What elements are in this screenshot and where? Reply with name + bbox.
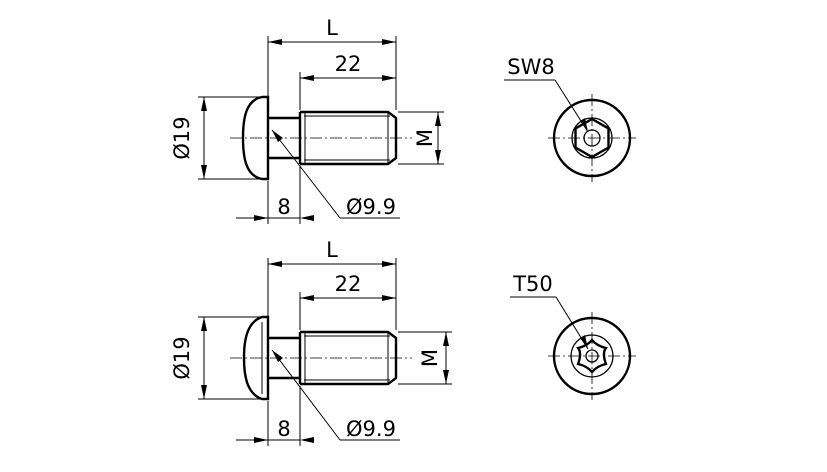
dim-shank-diameter-label: Ø9.9 xyxy=(346,417,396,441)
dim-thread: M xyxy=(398,111,444,165)
bolt-head xyxy=(241,95,270,181)
dim-shank-length-label: 8 xyxy=(277,195,290,219)
dim-length-label: L xyxy=(326,238,338,262)
dim-length-label: L xyxy=(326,16,338,40)
bolt-side-view-torx xyxy=(230,315,412,401)
bolt-head xyxy=(242,315,270,401)
dim-head-diameter: Ø19 xyxy=(170,96,260,180)
torx-socket-icon xyxy=(575,338,609,374)
drive-label-t50: T50 xyxy=(512,272,553,296)
bolt-end-view-hex: SW8 xyxy=(504,55,636,182)
dim-thread-length-label: 22 xyxy=(335,272,362,296)
hex-socket-icon xyxy=(574,117,610,159)
dim-shank-diameter: Ø9.9 xyxy=(271,129,400,219)
dim-head-diameter: Ø19 xyxy=(170,316,260,400)
dim-thread-label: M xyxy=(413,129,437,147)
dim-shank-diameter: Ø9.9 xyxy=(271,349,400,441)
dim-thread-length-label: 22 xyxy=(335,52,362,76)
dim-head-diameter-label: Ø19 xyxy=(170,336,194,379)
dim-thread-length: 22 xyxy=(299,272,396,330)
drive-label-sw8: SW8 xyxy=(507,55,554,79)
dim-length: L xyxy=(267,238,397,330)
dim-thread: M xyxy=(398,331,452,385)
bolt-end-view-torx: T50 xyxy=(510,272,636,400)
bolt-side-view-hex xyxy=(230,95,412,181)
dim-head-diameter-label: Ø19 xyxy=(170,116,194,159)
dim-shank-length: 8 xyxy=(236,386,314,446)
dim-shank-diameter-label: Ø9.9 xyxy=(346,195,396,219)
dim-length: L xyxy=(267,16,397,110)
dim-thread-label: M xyxy=(418,349,442,367)
dim-thread-length: 22 xyxy=(299,52,396,110)
dim-shank-length-label: 8 xyxy=(277,417,290,441)
dim-shank-length: 8 xyxy=(236,166,314,224)
